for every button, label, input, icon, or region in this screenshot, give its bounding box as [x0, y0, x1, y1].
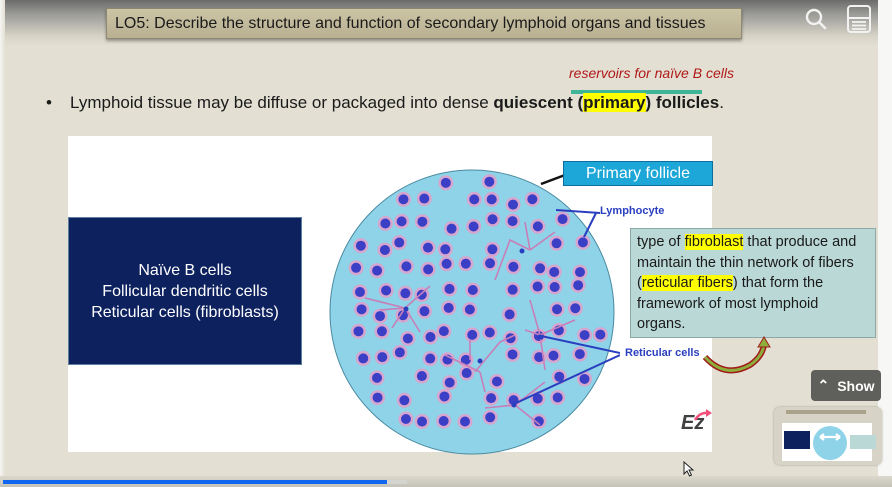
def-text: that produce and maintain the thin netwo…: [637, 234, 857, 291]
ez-arrow-icon: [694, 409, 712, 421]
player-controls-bg: [0, 476, 892, 487]
cell-type-line: Naïve B cells: [138, 261, 232, 279]
def-text: ) that form the framework of most lympho…: [637, 275, 824, 332]
right-edge: [878, 0, 892, 487]
annotation-underline: [571, 90, 702, 94]
bullet-highlight-primary: primary: [583, 93, 646, 112]
primary-follicle-diagram: [329, 169, 620, 455]
bullet-bold-1: quiescent (: [493, 93, 584, 112]
lymphocyte-label: Lymphocyte: [600, 205, 665, 217]
bullet-bold-2: ) follicles: [645, 93, 720, 112]
menu-panel-icon[interactable]: [845, 5, 873, 33]
slide-title-bar: LO5: Describe the structure and function…: [106, 8, 742, 39]
curved-arrow-icon: [702, 336, 771, 374]
slide-thumbnail[interactable]: [774, 407, 882, 465]
show-button-label: Show: [837, 377, 875, 394]
chevron-up-icon: ⌃: [817, 377, 830, 393]
def-text: type of: [637, 234, 685, 250]
mouse-cursor-icon: [683, 461, 695, 477]
def-highlight-fibroblast: fibroblast: [684, 234, 744, 250]
reticular-cell-definition: type of fibroblast that produce and main…: [630, 228, 876, 338]
cell-types-box: Naïve B cells Follicular dendritic cells…: [68, 217, 302, 365]
show-thumbnail-button[interactable]: ⌃ Show: [811, 370, 881, 401]
def-highlight-reticular-fibers: reticular fibers: [641, 275, 733, 291]
bullet-point: • Lymphoid tissue may be diffuse or packa…: [46, 93, 724, 113]
reticular-cells-label: Reticular cells: [625, 347, 700, 359]
bullet-dot: •: [46, 93, 52, 112]
search-icon[interactable]: [802, 5, 830, 33]
cell-type-line: Follicular dendritic cells: [102, 282, 268, 300]
left-edge: [0, 0, 5, 487]
annotation-text: reservoirs for naïve B cells: [569, 65, 734, 81]
progress-bar[interactable]: [3, 480, 387, 484]
bullet-text-plain: Lymphoid tissue may be diffuse or packag…: [70, 93, 494, 112]
slide-title: LO5: Describe the structure and function…: [115, 14, 706, 32]
primary-follicle-label: Primary follicle: [563, 161, 713, 186]
cell-type-line: Reticular cells (fibroblasts): [91, 303, 279, 321]
bullet-end: .: [719, 93, 724, 112]
